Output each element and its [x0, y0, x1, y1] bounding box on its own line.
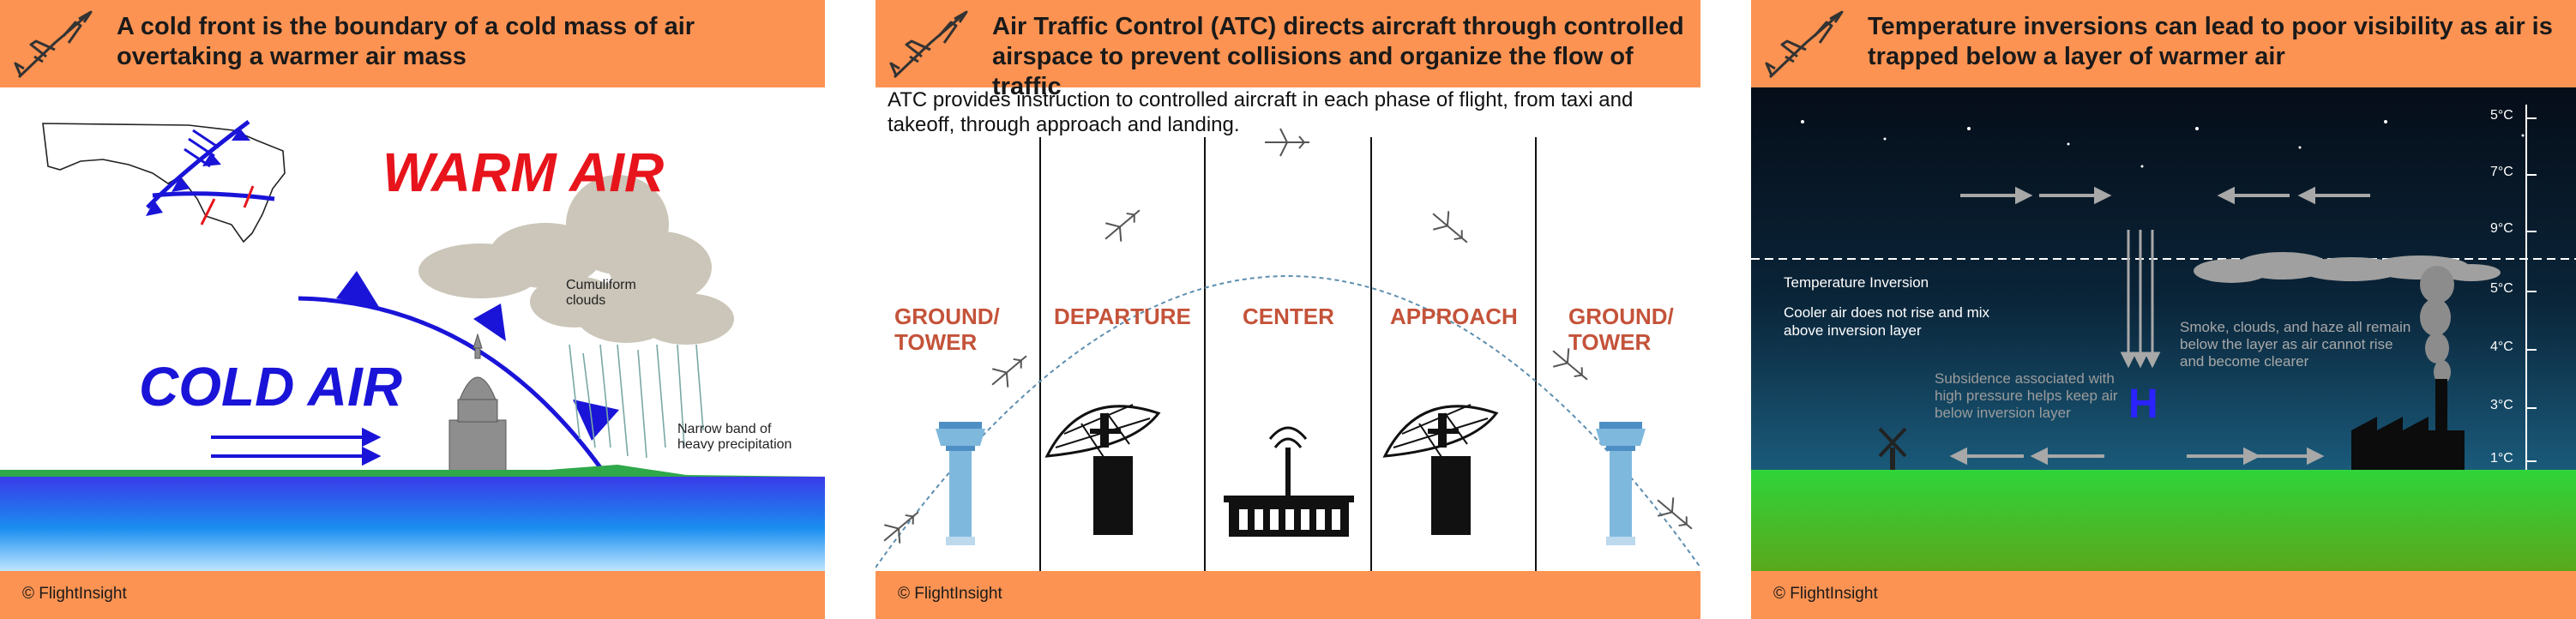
lower-wind-arrows [1949, 447, 2325, 466]
airplane-icons [883, 128, 1693, 544]
atc-intro-text: ATC provides instruction to controlled a… [888, 88, 1634, 136]
radar-dish-departure [1044, 404, 1161, 535]
panel-title: Temperature inversions can lead to poor … [1868, 13, 2553, 70]
cold-front-boundary [298, 296, 605, 472]
subsidence-arrows [2120, 230, 2161, 369]
footer-banner: © FlightInsight [0, 571, 825, 619]
maryland-map [42, 123, 286, 243]
windmill [1878, 427, 1907, 470]
footer-banner: © FlightInsight [876, 571, 1700, 619]
smoke-plume [2420, 266, 2454, 384]
panel-inversion: Temperature inversions can lead to poor … [1751, 0, 2576, 619]
airplane-logo-icon [1765, 10, 1844, 79]
control-tower-right [1596, 422, 1646, 545]
sector-ground-tower-right: GROUND/ TOWER [1568, 303, 1674, 355]
factory-building [2351, 379, 2465, 470]
header-banner: A cold front is the boundary of a cold m… [0, 0, 825, 87]
cumuliform-cloud [418, 175, 734, 345]
panel-title: Air Traffic Control (ATC) directs aircra… [992, 13, 1684, 100]
water-body [0, 477, 825, 571]
temp-label: 4°C [2490, 340, 2513, 354]
cumuliform-label: Cumuliform clouds [566, 278, 636, 308]
panel-cold-front: A cold front is the boundary of a cold m… [0, 0, 825, 619]
temp-label: 5°C [2490, 108, 2513, 123]
cold-front-diagram: WARM AIR COLD AIR Cumuliform clouds Narr… [0, 87, 825, 571]
temp-label: 9°C [2490, 221, 2513, 236]
inversion-label: Temperature Inversion [1784, 274, 1929, 291]
temp-label: 7°C [2490, 165, 2513, 179]
sector-approach: APPROACH [1390, 303, 1518, 329]
high-pressure-symbol: H [2128, 382, 2158, 427]
sector-ground-tower-left: GROUND/ TOWER [894, 303, 1000, 355]
airplane-logo-icon [14, 10, 93, 79]
copyright-text: © FlightInsight [1773, 585, 1878, 603]
airplane-logo-icon [889, 10, 968, 79]
control-tower-left [936, 422, 985, 545]
warm-air-label: WARM AIR [382, 141, 665, 203]
temp-label: 5°C [2490, 281, 2513, 296]
header-banner: Temperature inversions can lead to poor … [1751, 0, 2576, 87]
footer-banner: © FlightInsight [1751, 571, 2576, 619]
temp-label: 1°C [2490, 451, 2513, 466]
temp-label: 3°C [2490, 398, 2513, 412]
atc-diagram: ATC provides instruction to controlled a… [876, 87, 1700, 571]
panel-title: A cold front is the boundary of a cold m… [117, 13, 695, 70]
copyright-text: © FlightInsight [22, 585, 127, 603]
radar-dish-approach [1382, 404, 1499, 535]
grass-ground [1751, 470, 2576, 571]
inversion-diagram: 5°C 7°C 9°C 5°C 4°C 3°C 1°C Temperature … [1751, 87, 2576, 571]
cooler-air-label: Cooler air does not rise and mix above i… [1784, 304, 1990, 339]
copyright-text: © FlightInsight [898, 585, 1002, 603]
smoke-label: Smoke, clouds, and haze all remain below… [2180, 319, 2411, 370]
sector-center: CENTER [1243, 303, 1334, 329]
center-building [1224, 426, 1354, 537]
state-house-building [448, 333, 507, 472]
header-banner: Air Traffic Control (ATC) directs aircra… [876, 0, 1700, 100]
panel-atc: Air Traffic Control (ATC) directs aircra… [876, 0, 1700, 619]
upper-wind-arrows [1960, 186, 2370, 205]
cold-air-label: COLD AIR [139, 356, 402, 418]
subsidence-label: Subsidence associated with high pressure… [1935, 370, 2118, 421]
sector-departure: DEPARTURE [1054, 303, 1191, 329]
precipitation-label: Narrow band of heavy precipitation [677, 422, 792, 452]
